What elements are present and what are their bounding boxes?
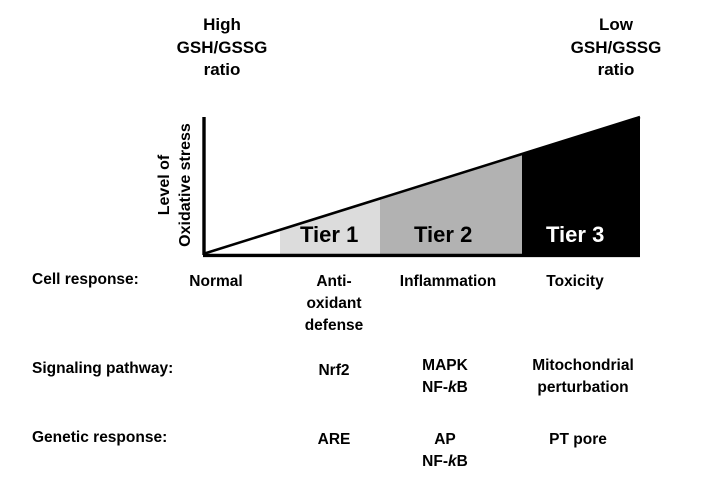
tier-3-region (522, 117, 640, 254)
oxidative-stress-wedge-chart: Tier 1 Tier 2 Tier 3 (202, 115, 641, 258)
genetic-response-tier1: ARE (317, 431, 351, 448)
signaling-pathway-tier3: Mitochondrial perturbation (532, 357, 634, 396)
tier-2-label: Tier 2 (414, 222, 473, 247)
tier-3-label: Tier 3 (546, 222, 605, 247)
cell-response-tier2: Inflammation (399, 273, 497, 290)
tier-1-label: Tier 1 (300, 222, 359, 247)
tier-1-region (280, 198, 380, 254)
tier-2-region (380, 154, 522, 254)
cell-response-tier1: Anti- oxidant defense (304, 273, 364, 334)
row-label-genetic-response: Genetic response: (32, 429, 168, 446)
cell-response-normal: Normal (189, 273, 243, 290)
wedge-svg (202, 115, 641, 258)
cell-response-tier3: Toxicity (546, 273, 604, 290)
genetic-response-tier3: PT pore (549, 431, 607, 448)
row-label-cell-response: Cell response: (32, 271, 139, 288)
low-gsh-gssg-ratio-label: Low GSH/GSSG ratio (570, 15, 662, 80)
row-label-signaling-pathway: Signaling pathway: (32, 360, 174, 377)
high-gsh-gssg-ratio-label: High GSH/GSSG ratio (176, 15, 268, 80)
wedge-hypotenuse (202, 115, 641, 256)
signaling-pathway-tier1: Nrf2 (318, 362, 350, 379)
